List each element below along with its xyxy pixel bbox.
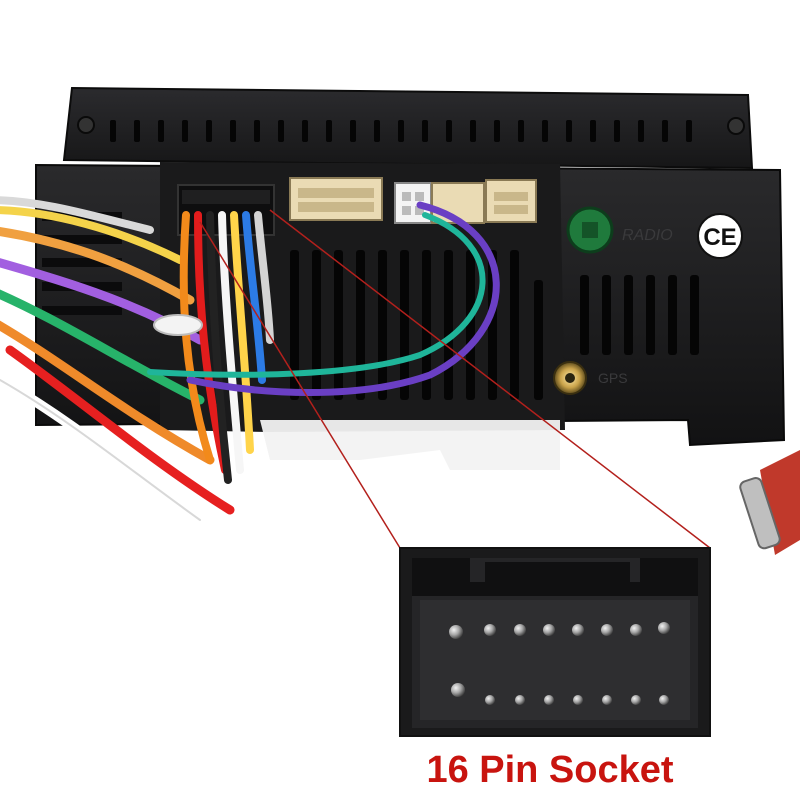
socket-closeup: [399, 547, 711, 737]
screw-icon: [77, 116, 95, 134]
socket-pin: [631, 695, 641, 705]
ce-mark-label: CE: [703, 224, 736, 251]
socket-pin: [485, 695, 495, 705]
socket-pin: [658, 622, 670, 634]
socket-pin: [544, 695, 554, 705]
radio-port-label: RADIO: [622, 227, 673, 244]
socket-pin: [572, 624, 584, 636]
top-vent-slots: [110, 120, 692, 142]
socket-pin: [515, 695, 525, 705]
socket-pin: [543, 624, 555, 636]
socket-caption: 16 Pin Socket: [426, 749, 674, 791]
wiring-harness: [0, 196, 500, 525]
socket-pin: [630, 624, 642, 636]
socket-pin: [484, 624, 496, 636]
socket-pin: [514, 624, 526, 636]
socket-pin: [451, 683, 465, 697]
socket-pin: [601, 624, 613, 636]
screw-icon: [727, 117, 745, 135]
socket-pin-row-bottom: [451, 683, 669, 705]
leader-lines: [199, 209, 711, 549]
socket-pin: [602, 695, 612, 705]
antenna-adapter: [739, 450, 800, 555]
socket-pin: [659, 695, 669, 705]
socket-pin-row-top: [449, 622, 670, 639]
socket-pin: [449, 625, 463, 639]
head-unit: RADIO CE GPS: [35, 86, 786, 447]
gps-port-label: GPS: [598, 370, 628, 386]
socket-pin: [573, 695, 583, 705]
ce-mark-icon: [697, 213, 743, 259]
